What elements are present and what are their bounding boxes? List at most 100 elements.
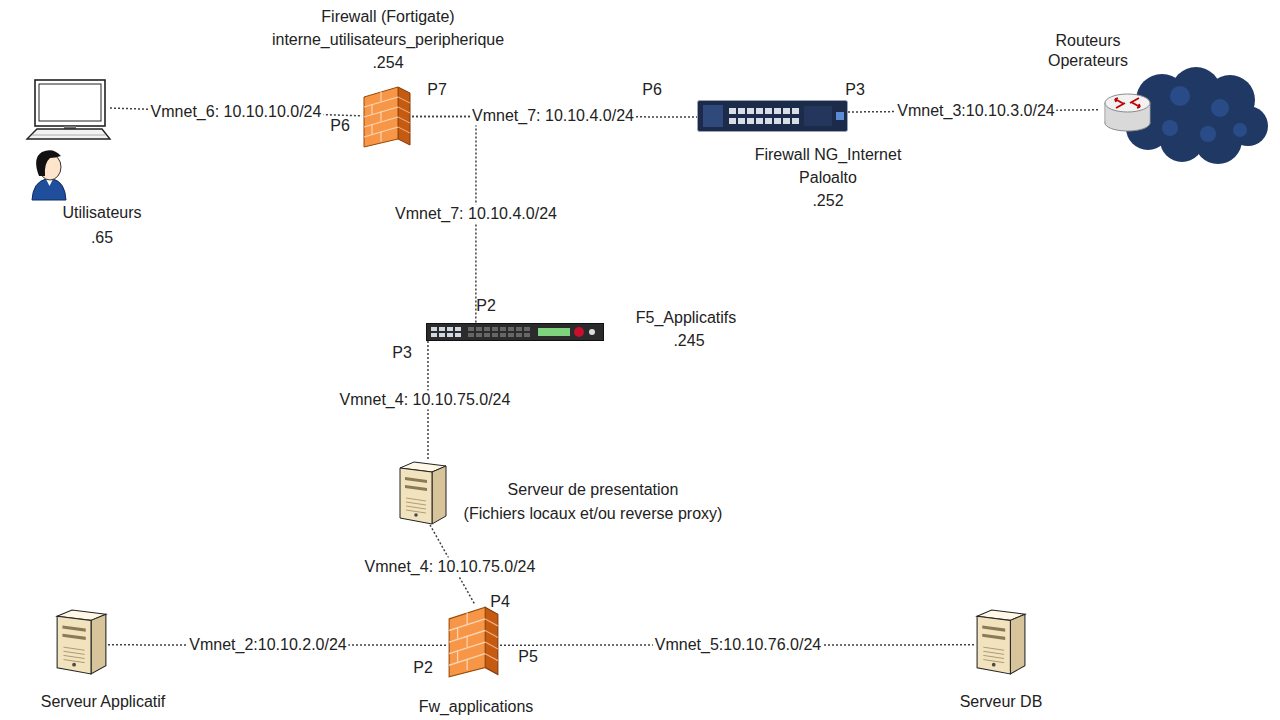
vent-line <box>983 647 1004 650</box>
server-side <box>1010 614 1025 674</box>
network-label: Vmnet_4: 10.10.75.0/24 <box>338 390 513 409</box>
network-port <box>484 327 490 331</box>
person-body <box>32 179 66 200</box>
server-icon: Serveur Applicatif <box>55 608 108 675</box>
network-port <box>492 333 498 337</box>
node-label: Fw_applications <box>386 697 566 717</box>
node-label: F5_Applicatifs <box>606 308 766 328</box>
firewall-icon: Firewall (Fortigate)interne_utilisateurs… <box>362 85 412 148</box>
cloud-highlight <box>1162 120 1178 136</box>
network-port <box>431 327 437 331</box>
brick-joint <box>371 124 372 134</box>
brick-joint <box>457 627 458 639</box>
f5-symbol <box>426 323 604 341</box>
router-arrows <box>1115 98 1140 108</box>
node-label: Serveur Applicatif <box>13 692 193 712</box>
network-port <box>431 333 437 337</box>
firewall-symbol <box>362 85 412 148</box>
server-front <box>400 468 432 524</box>
drive-slot <box>982 634 1005 640</box>
power-button <box>992 663 996 667</box>
network-port <box>455 333 461 337</box>
server-symbol <box>975 608 1027 675</box>
network-label: Vmnet_7: 10.10.4.0/24 <box>393 204 559 223</box>
firewall-icon: Fw_applications <box>447 605 500 678</box>
server-front <box>57 616 91 674</box>
network-port <box>500 327 506 331</box>
network-port <box>447 327 453 331</box>
vent-line <box>63 660 84 663</box>
network-port <box>792 118 799 124</box>
network-port <box>524 327 530 331</box>
load-balancer: F5_Applicatifs.245 <box>426 323 604 341</box>
network-port <box>783 108 790 114</box>
brick-joint <box>371 104 372 114</box>
network-port <box>447 333 453 337</box>
network-port <box>516 333 522 337</box>
network-port <box>792 108 799 114</box>
network-port <box>500 333 506 337</box>
brick-joint <box>467 636 468 648</box>
network-label: Vmnet_4: 10.10.75.0/24 <box>363 557 538 576</box>
network-port <box>492 327 498 331</box>
brick-joint <box>380 111 381 121</box>
server-front <box>977 616 1010 674</box>
network-port <box>738 118 745 124</box>
port-label: P4 <box>490 592 510 611</box>
keyboard-keys <box>32 135 105 136</box>
firewall-side <box>485 607 498 674</box>
firewall-symbol <box>447 605 500 678</box>
network-label: Vmnet_2:10.10.2.0/24 <box>187 635 348 654</box>
appliance-body <box>427 324 604 341</box>
node-label: interne_utilisateurs_peripherique <box>228 30 548 50</box>
cloud-highlight <box>1200 126 1216 142</box>
node-label: .65 <box>72 228 132 248</box>
firewall-front <box>364 87 398 147</box>
firewall-side <box>398 87 410 145</box>
network-port <box>484 333 490 337</box>
user-workstation: Utilisateurs.65 <box>27 78 110 200</box>
server-icon: Serveur DB <box>975 608 1027 675</box>
appliance-logo <box>836 112 844 120</box>
server-side <box>432 466 446 524</box>
brick-joint <box>467 612 468 624</box>
vent-line <box>63 647 84 650</box>
person-hair <box>36 150 61 176</box>
status-display <box>538 328 570 336</box>
network-port <box>455 327 461 331</box>
drive-slot <box>62 626 85 632</box>
network-label: Vmnet_3:10.10.3.0/24 <box>895 101 1056 120</box>
network-port <box>439 327 445 331</box>
network-port <box>774 108 781 114</box>
network-port <box>765 118 772 124</box>
node-label: Firewall (Fortigate) <box>228 7 548 27</box>
network-port <box>783 118 790 124</box>
keyboard <box>27 129 110 139</box>
port-label: P3 <box>392 343 412 362</box>
port-label: P2 <box>476 296 496 315</box>
vent-line <box>406 506 426 509</box>
appliance-panel <box>703 105 723 127</box>
brick-line <box>398 97 410 103</box>
network-port <box>747 118 754 124</box>
network-label: Vmnet_6: 10.10.10.0/24 <box>149 102 324 121</box>
vent-line <box>63 651 84 654</box>
brick-joint <box>380 131 381 141</box>
network-port <box>516 327 522 331</box>
port-label: P5 <box>518 647 538 666</box>
cloud-symbol <box>1100 68 1268 163</box>
vent-line <box>983 655 1004 658</box>
network-port <box>738 108 745 114</box>
appliance-logo <box>574 327 584 337</box>
cloud-highlight <box>1170 86 1190 106</box>
cloud-shape <box>1170 86 1230 146</box>
node-label: .245 <box>659 331 719 351</box>
port-label: P2 <box>413 658 433 677</box>
monitor-frame <box>35 80 105 126</box>
users-symbol <box>27 78 110 200</box>
network-port <box>439 333 445 337</box>
ngfw-appliance: Firewall NG_InternetPaloalto.252 <box>697 100 848 132</box>
node-label: Firewall NG_Internet <box>718 145 938 165</box>
network-port <box>729 108 736 114</box>
